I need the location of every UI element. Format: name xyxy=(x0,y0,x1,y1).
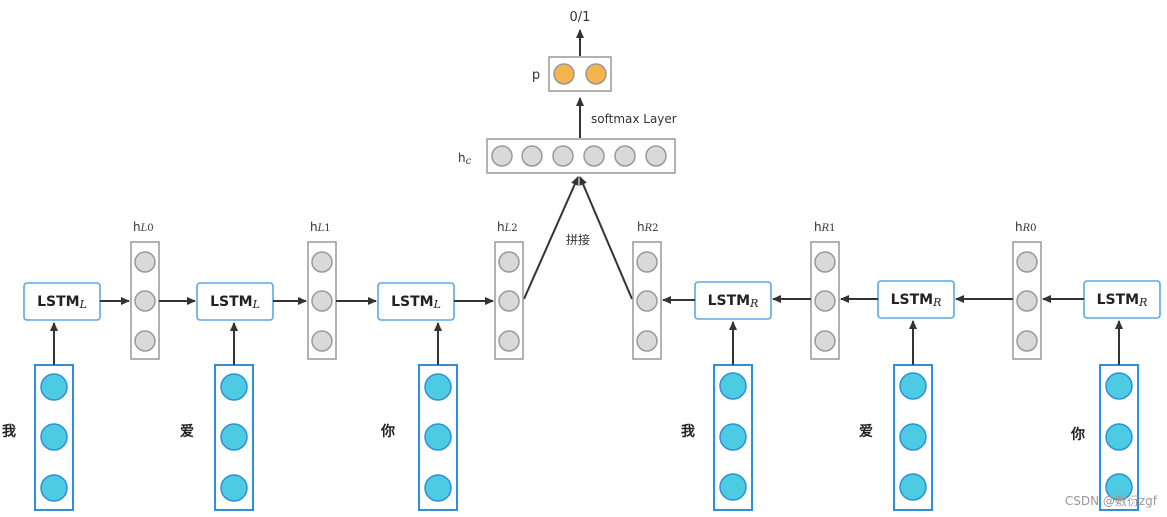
embedding-left-2 xyxy=(214,364,254,511)
svg-text:LSTML: LSTML xyxy=(37,294,87,311)
lstm-cell-right-3: LSTMR xyxy=(1083,280,1161,319)
output-node xyxy=(585,63,607,85)
hidden-label-left-0: hL0 xyxy=(133,220,154,234)
concat-arrow-left xyxy=(523,176,579,300)
watermark: CSDN @敷衍zgf xyxy=(1065,493,1158,508)
word-right-3: 你 xyxy=(1070,426,1085,443)
output-node xyxy=(553,63,575,85)
svg-text:LSTML: LSTML xyxy=(391,294,441,311)
svg-text:LSTML: LSTML xyxy=(210,294,260,311)
hidden-label-left-2: hL2 xyxy=(497,220,518,234)
hc-label: hc xyxy=(458,151,472,167)
lstm-cell-left-2: LSTML xyxy=(196,282,274,321)
hidden-label-right-1: hR1 xyxy=(814,220,836,234)
hidden-vector-right-2 xyxy=(632,241,662,360)
lstm-cell-left-3: LSTML xyxy=(377,282,455,321)
word-right-1: 我 xyxy=(681,424,695,440)
hc-nodes xyxy=(491,145,667,167)
embedding-right-1 xyxy=(713,364,753,511)
svg-text:LSTMR: LSTMR xyxy=(708,293,759,310)
output-label: 0/1 xyxy=(570,10,591,25)
hidden-vector-left-0 xyxy=(130,241,160,360)
softmax-label: softmax Layer xyxy=(591,112,677,126)
embedding-left-1 xyxy=(34,364,74,511)
hidden-vector-left-1 xyxy=(307,241,337,360)
hidden-label-left-1: hL1 xyxy=(310,220,331,234)
embedding-right-3 xyxy=(1099,364,1139,511)
word-right-2: 爱 xyxy=(859,424,873,440)
concat-arrow-right xyxy=(579,176,633,300)
hidden-label-right-2: hR2 xyxy=(637,220,659,234)
lstm-cell-right-2: LSTMR xyxy=(877,280,955,319)
word-left-1: 我 xyxy=(2,424,16,440)
p-label: p xyxy=(532,68,540,83)
hidden-vector-right-1 xyxy=(810,241,840,360)
word-left-3: 你 xyxy=(380,423,395,440)
lstm-cell-right-1: LSTMR xyxy=(694,281,772,320)
hidden-vector-right-0 xyxy=(1012,241,1042,360)
lstm-cell-left-1: LSTML xyxy=(23,282,101,321)
embedding-left-3 xyxy=(418,364,458,511)
concat-label: 拼接 xyxy=(566,232,590,247)
word-left-2: 爱 xyxy=(180,424,194,440)
svg-text:LSTMR: LSTMR xyxy=(1097,292,1148,309)
hc-layer xyxy=(486,138,676,174)
embedding-right-2 xyxy=(893,364,933,511)
hidden-vector-left-2 xyxy=(494,241,524,360)
hidden-label-right-0: hR0 xyxy=(1015,220,1037,234)
svg-text:LSTMR: LSTMR xyxy=(891,292,942,309)
